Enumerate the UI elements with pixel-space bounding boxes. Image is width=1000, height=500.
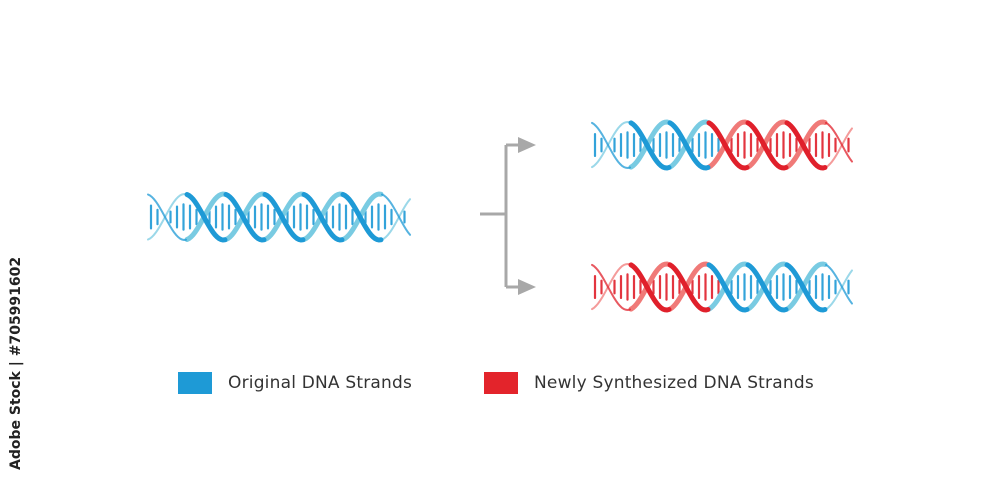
backbone-segment <box>184 191 228 242</box>
backbone-back <box>591 119 853 170</box>
backbone-segment <box>381 198 411 241</box>
backbone-segment <box>262 191 306 242</box>
backbone-segment <box>301 192 345 243</box>
backbone-segment <box>825 269 853 311</box>
base-pair-rungs <box>593 131 850 159</box>
legend-swatch-new <box>484 372 518 394</box>
backbone-segment <box>262 192 306 243</box>
backbone-segment <box>591 120 631 169</box>
backbone-segment <box>667 119 711 170</box>
backbone-segment <box>706 261 750 312</box>
backbone-segment <box>223 192 267 243</box>
backbone-segment <box>223 191 267 242</box>
backbone-segment <box>184 192 228 243</box>
legend-label-original: Original DNA Strands <box>228 373 413 393</box>
backbone-segment <box>706 262 750 313</box>
backbone-back <box>591 261 853 312</box>
split-arrow-connector <box>480 143 520 289</box>
backbone-front <box>591 120 853 171</box>
backbone-segment <box>706 120 750 171</box>
legend-item-original: Original DNA Strands <box>178 372 412 394</box>
parent-dna-helix <box>147 191 411 243</box>
backbone-segment <box>784 119 828 170</box>
backbone-segment <box>745 262 789 313</box>
backbone-segment <box>628 261 672 312</box>
backbone-segment <box>825 121 853 163</box>
base-pair-rungs <box>149 203 406 231</box>
base-pair-rungs <box>593 273 850 301</box>
backbone-segment <box>628 119 672 170</box>
arrow-head-top-icon <box>518 137 536 153</box>
arrow-head-bottom-icon <box>518 279 536 295</box>
stock-id-watermark: Adobe Stock | #705991602 <box>8 256 24 470</box>
backbone-segment <box>147 193 187 242</box>
backbone-segment <box>825 127 853 169</box>
backbone-front <box>591 262 853 313</box>
backbone-segment <box>745 119 789 170</box>
replication-split-arrow <box>480 137 536 295</box>
backbone-segment <box>667 120 711 171</box>
backbone-segment <box>745 261 789 312</box>
backbone-segment <box>628 262 672 313</box>
backbone-segment <box>825 263 853 305</box>
backbone-segment <box>784 261 828 312</box>
backbone-segment <box>784 120 828 171</box>
backbone-segment <box>147 192 187 241</box>
legend-swatch-original <box>178 372 212 394</box>
backbone-front <box>147 192 411 243</box>
legend-label-new: Newly Synthesized DNA Strands <box>534 373 814 393</box>
backbone-segment <box>667 262 711 313</box>
backbone-segment <box>301 191 345 242</box>
backbone-segment <box>784 262 828 313</box>
backbone-segment <box>591 262 631 311</box>
backbone-segment <box>340 192 384 243</box>
daughter-dna-helix-bottom <box>591 261 853 313</box>
backbone-segment <box>381 193 411 236</box>
backbone-segment <box>667 261 711 312</box>
backbone-segment <box>745 120 789 171</box>
daughter-dna-helix-top <box>591 119 853 171</box>
backbone-segment <box>706 119 750 170</box>
backbone-back <box>147 191 411 242</box>
backbone-segment <box>591 263 631 312</box>
legend-item-new: Newly Synthesized DNA Strands <box>484 372 814 394</box>
backbone-segment <box>628 120 672 171</box>
backbone-segment <box>340 191 384 242</box>
backbone-segment <box>591 121 631 170</box>
